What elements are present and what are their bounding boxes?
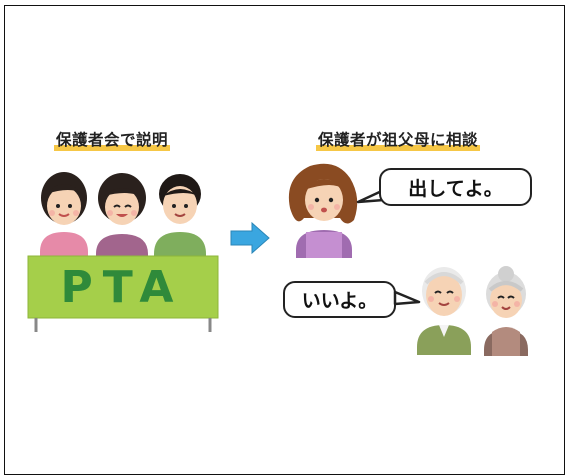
right-arrow-icon bbox=[230, 221, 270, 255]
pta-woman-left bbox=[40, 172, 88, 260]
grandparents-speech-tail bbox=[393, 290, 421, 306]
pta-banner-text: PTA bbox=[60, 261, 184, 313]
pta-meeting-illustration bbox=[27, 172, 219, 332]
illustration-frame bbox=[4, 5, 565, 475]
grandparents-speech-bubble: いいよ。 bbox=[283, 281, 396, 318]
pta-woman-center bbox=[96, 173, 148, 260]
left-caption: 保護者会で説明 bbox=[54, 131, 171, 151]
grandmother-illustration bbox=[484, 266, 528, 356]
right-caption: 保護者が祖父母に相談 bbox=[316, 131, 481, 151]
grandfather-illustration bbox=[417, 267, 471, 355]
mother-illustration bbox=[288, 163, 358, 258]
mother-speech-bubble: 出してよ。 bbox=[379, 168, 532, 206]
pta-man-right bbox=[154, 174, 206, 260]
pta-table bbox=[27, 255, 219, 332]
